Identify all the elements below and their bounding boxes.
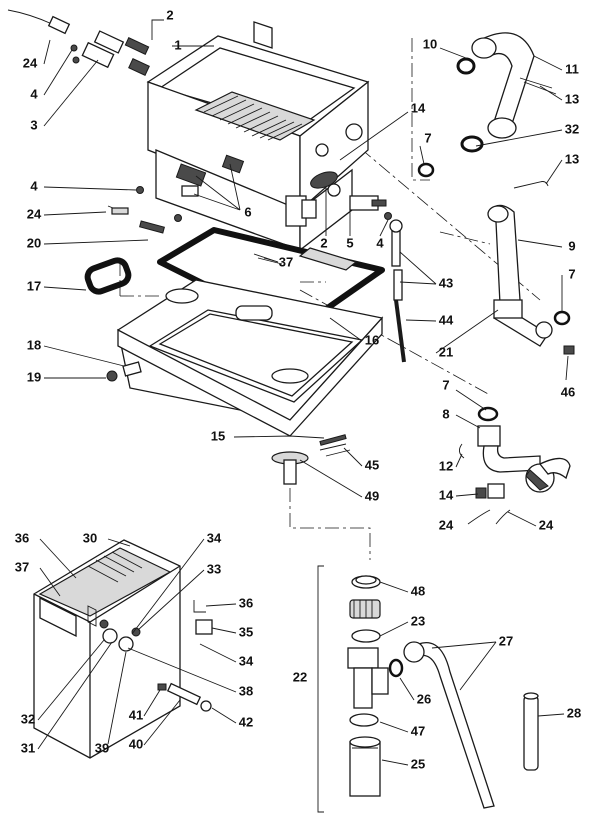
part-callout-26: 26 xyxy=(417,691,431,706)
part-callout-14: 14 xyxy=(411,100,426,115)
part-callout-47: 47 xyxy=(411,723,425,738)
part-callout-31: 31 xyxy=(21,740,35,755)
neutraliser-box xyxy=(33,539,213,759)
part-callout-9: 9 xyxy=(568,238,575,253)
part-callout-16: 16 xyxy=(365,332,379,347)
part-callout-2: 2 xyxy=(320,235,327,250)
part-callout-23: 23 xyxy=(411,613,425,628)
part-callout-28: 28 xyxy=(567,705,581,720)
part-callout-1: 1 xyxy=(174,37,181,52)
assembly-center-lines xyxy=(119,38,541,560)
part-callout-32: 32 xyxy=(21,711,35,726)
part-callout-33: 33 xyxy=(207,561,221,576)
part-callout-40: 40 xyxy=(129,736,143,751)
part-callout-22: 22 xyxy=(293,669,307,684)
part-callout-4: 4 xyxy=(376,235,384,250)
part-callout-3: 3 xyxy=(30,117,37,132)
part-callout-2: 2 xyxy=(166,7,173,22)
part-callout-36: 36 xyxy=(15,530,29,545)
part-callout-25: 25 xyxy=(411,756,425,771)
ignition-electrode-parts xyxy=(7,9,150,76)
part-callout-13: 13 xyxy=(565,91,579,106)
part-callout-10: 10 xyxy=(423,36,437,51)
part-callout-42: 42 xyxy=(239,714,253,729)
part-callout-6: 6 xyxy=(244,204,251,219)
condensate-trap-pipe xyxy=(459,406,571,525)
part-callout-20: 20 xyxy=(27,235,41,250)
drain-hose xyxy=(403,641,539,809)
part-callout-24: 24 xyxy=(439,517,454,532)
part-callout-18: 18 xyxy=(27,337,41,352)
part-callout-21: 21 xyxy=(439,344,453,359)
part-callout-49: 49 xyxy=(365,488,379,503)
part-callout-17: 17 xyxy=(27,278,41,293)
part-callout-45: 45 xyxy=(365,457,379,472)
part-callout-11: 11 xyxy=(565,61,579,76)
part-callout-38: 38 xyxy=(239,683,253,698)
part-callout-39: 39 xyxy=(95,740,109,755)
condensate-tray xyxy=(106,279,384,485)
part-callout-41: 41 xyxy=(129,707,143,722)
part-callout-24: 24 xyxy=(27,206,42,221)
part-callout-7: 7 xyxy=(568,266,575,281)
part-callout-12: 12 xyxy=(439,458,453,473)
part-callout-44: 44 xyxy=(439,312,454,327)
part-callout-13: 13 xyxy=(565,151,579,166)
part-callout-24: 24 xyxy=(539,517,554,532)
leader-lines xyxy=(37,19,569,766)
part-callout-15: 15 xyxy=(211,428,225,443)
part-callout-37: 37 xyxy=(15,559,29,574)
part-callout-24: 24 xyxy=(23,55,38,70)
part-callout-5: 5 xyxy=(346,235,353,250)
part-callout-30: 30 xyxy=(83,530,97,545)
part-callout-43: 43 xyxy=(439,275,453,290)
part-callout-48: 48 xyxy=(411,583,425,598)
part-callout-19: 19 xyxy=(27,369,41,384)
part-callout-27: 27 xyxy=(499,633,513,648)
heat-exchanger-assembly xyxy=(136,21,392,252)
part-callout-34: 34 xyxy=(207,530,222,545)
part-callout-46: 46 xyxy=(561,384,575,399)
part-callout-8: 8 xyxy=(442,406,449,421)
heat-exchanger-fins xyxy=(194,91,316,141)
part-callout-34: 34 xyxy=(239,653,254,668)
part-callout-32: 32 xyxy=(565,121,579,136)
part-callout-14: 14 xyxy=(439,487,454,502)
flue-and-condensate-pipes xyxy=(389,32,575,363)
part-callout-37: 37 xyxy=(279,254,293,269)
part-callout-7: 7 xyxy=(424,130,431,145)
part-callout-35: 35 xyxy=(239,624,253,639)
part-callout-36: 36 xyxy=(239,595,253,610)
part-callout-4: 4 xyxy=(30,178,38,193)
part-callout-4: 4 xyxy=(30,86,38,101)
siphon-assembly xyxy=(317,565,404,813)
part-callout-7: 7 xyxy=(442,377,449,392)
